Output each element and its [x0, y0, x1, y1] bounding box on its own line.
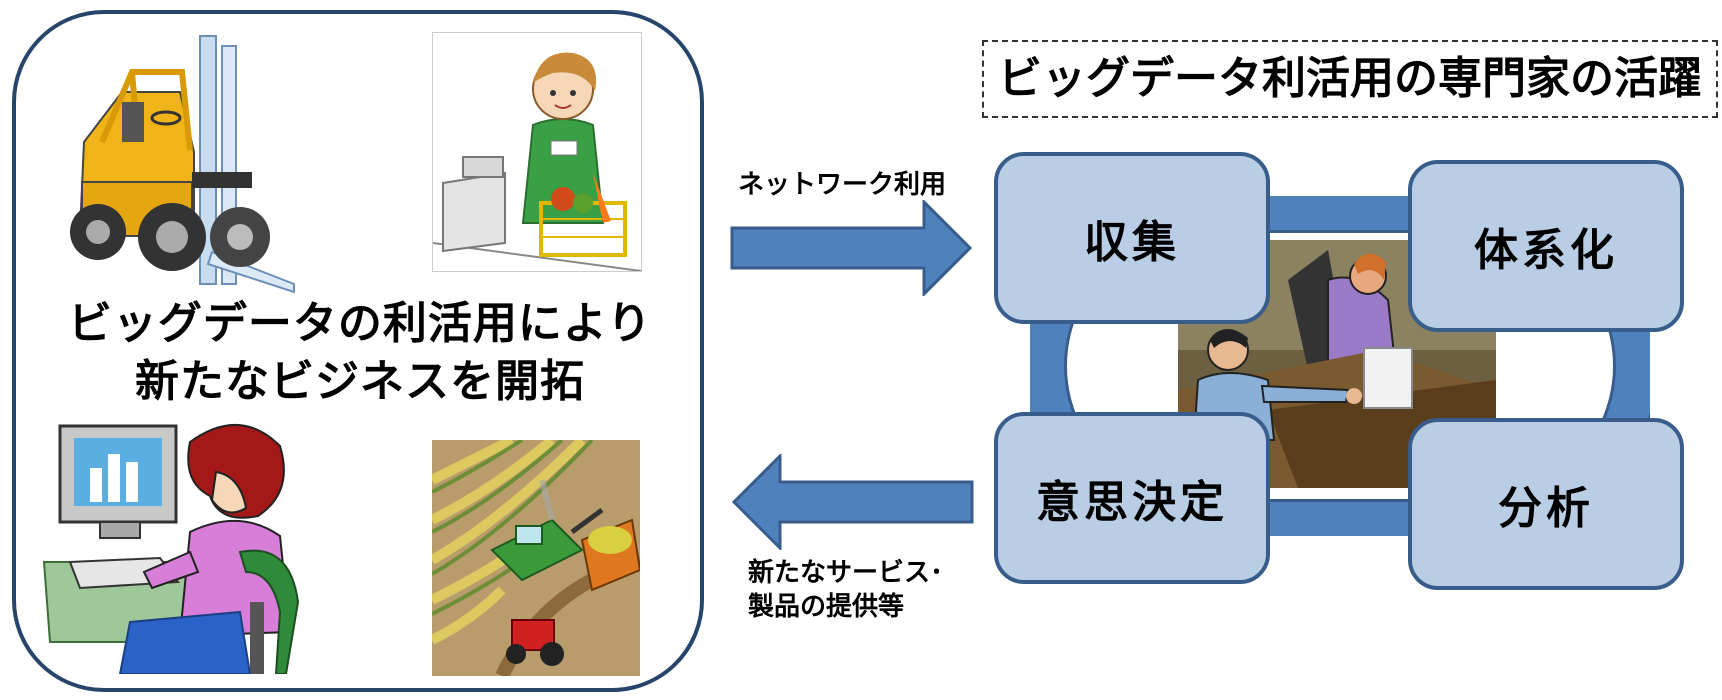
cashier-image — [432, 32, 642, 272]
right-arrow — [730, 200, 973, 296]
cycle-ring — [1030, 196, 1650, 536]
harvester-image — [432, 440, 640, 676]
computer-user-image — [40, 412, 310, 674]
new-services-line1: 新たなサービス･ — [748, 558, 944, 588]
new-services-label: 新たなサービス･ 製品の提供等 — [748, 556, 943, 624]
decide-box: 意思決定 — [994, 412, 1270, 584]
systematize-box: 体系化 — [1408, 160, 1684, 332]
analyze-box: 分析 — [1408, 418, 1684, 590]
left-title-line2: 新たなビジネスを開拓 — [135, 356, 585, 407]
expert-title: ビッグデータ利活用の専門家の活躍 — [982, 40, 1718, 118]
left-panel-title: ビッグデータの利活用により 新たなビジネスを開拓 — [40, 295, 680, 411]
collect-box: 収集 — [994, 152, 1270, 324]
left-title-line1: ビッグデータの利活用により — [67, 298, 653, 349]
forklift-image — [62, 32, 310, 294]
left-arrow — [731, 454, 974, 550]
new-services-line2: 製品の提供等 — [748, 592, 905, 622]
network-use-label: ネットワーク利用 — [738, 170, 947, 200]
